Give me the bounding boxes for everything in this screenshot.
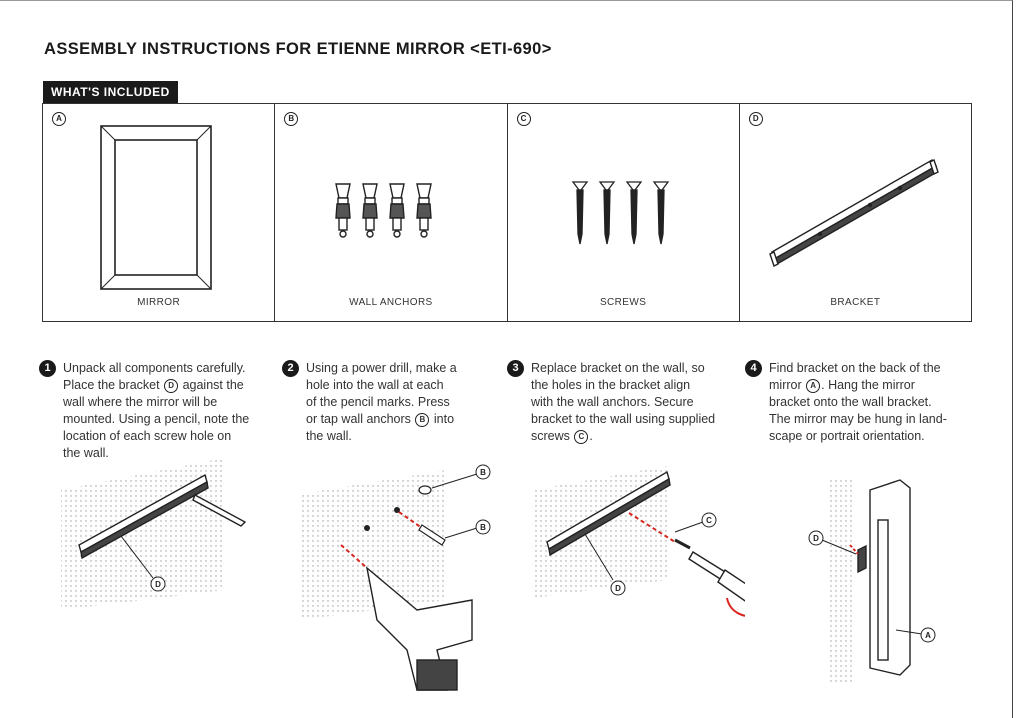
step-text-line: scape or portrait orientation. [769,429,925,443]
step-text-line: the wall. [306,429,352,443]
step-text-line: Using a power drill, make a [306,361,457,375]
step-text-line: or tap wall anchors [306,412,411,426]
step-1-text: 1 Unpack all components carefully. Place… [39,360,273,462]
step-2-illustration: B B [301,464,491,691]
callout-letter: C [706,516,712,525]
step-text-line: bracket to the wall using supplied [531,412,716,426]
part-ref-badge: A [806,379,821,393]
part-letter-badge: D [748,112,763,126]
part-cell-bracket: D BRACKET [740,104,971,321]
part-letter-badge: A [52,112,66,126]
bracket-icon [768,159,939,267]
part-ref-badge: C [574,430,589,444]
part-label: SCREWS [599,297,647,308]
step-text-line: with the wall anchors. Secure [531,395,694,409]
part-cell-screws: C SCREWS [508,104,740,321]
step-text-line: mirror [769,378,802,392]
step-text-line: . Hang the mirror [821,378,915,392]
step-text-line: The mirror may be hung in land- [769,412,947,426]
part-letter-badge: C [516,112,531,126]
step-text-line: bracket onto the wall bracket. [769,395,932,409]
step-text-line: the wall. [63,446,109,460]
step-text-line: Unpack all components carefully. [63,361,246,375]
document-title: ASSEMBLY INSTRUCTIONS FOR ETIENNE MIRROR… [44,40,552,58]
step-text-line: Replace bracket on the wall, so [531,361,705,375]
step-3-text: 3 Replace bracket on the wall, so the ho… [507,360,743,445]
callout-letter: D [813,534,819,543]
part-letter-badge: B [284,112,299,126]
step-4-text: 4 Find bracket on the back of the mirror… [745,360,969,445]
step-4-illustration: D A [808,479,936,685]
wall-anchor-icon [335,183,433,238]
screw-icon [571,181,669,245]
callout-letter: D [615,584,621,593]
step-text-line: Find bracket on the back of the [769,361,941,375]
step-text-line: against the [182,378,244,392]
section-tag-whats-included: WHAT'S INCLUDED [43,81,178,103]
part-label: BRACKET [830,297,881,308]
part-ref-badge: B [415,413,430,427]
part-label: WALL ANCHORS [349,297,433,308]
part-ref-badge: D [164,379,179,393]
step-1-illustration: D [61,458,247,610]
parts-grid: A MIRROR B [42,103,972,322]
step-number-badge: 4 [745,360,762,377]
step-text-line: mounted. Using a pencil, note the [63,412,250,426]
step-3-illustration: C D [533,466,745,617]
step-text-line: the holes in the bracket align [531,378,691,392]
step-text-line: Place the bracket [63,378,160,392]
callout-letter: A [925,631,931,640]
part-label: MIRROR [137,297,181,308]
step-2-text: 2 Using a power drill, make a hole into … [282,360,506,445]
step-text-line: . [589,429,593,443]
callout-letter: D [155,580,161,589]
step-text-line: into [433,412,455,426]
step-text-line: screws [531,429,570,443]
step-text-line: of the pencil marks. Press [306,395,450,409]
callout-letter: B [480,523,486,532]
step-number-badge: 1 [39,360,56,377]
mirror-icon [100,125,212,290]
callout-letter: B [480,468,486,477]
step-number-badge: 2 [282,360,299,377]
step-text-line: hole into the wall at each [306,378,444,392]
step-text-line: wall where the mirror will be [63,395,218,409]
step-number-badge: 3 [507,360,524,377]
step-text-line: location of each screw hole on [63,429,232,443]
part-cell-mirror: A MIRROR [43,104,276,321]
part-cell-wall-anchors: B WALL ANCHO [275,104,508,321]
